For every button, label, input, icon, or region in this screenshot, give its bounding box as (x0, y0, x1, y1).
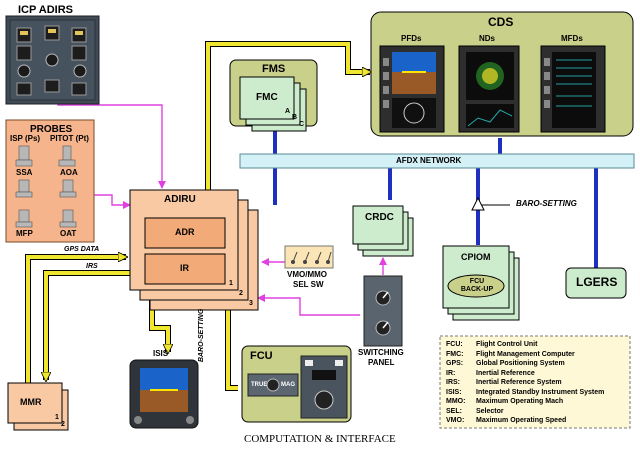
crdc-box (352, 205, 414, 257)
afdx-network-label: AFDX NETWORK (396, 156, 462, 165)
adr-label: ADR (175, 227, 195, 237)
legend-item: IRS: Inertial Reference System (446, 378, 628, 388)
lgers-box (565, 267, 627, 299)
legend-text: Inertial Reference (476, 369, 535, 377)
irs-label: IRS (86, 263, 98, 270)
adiru-3-label: 3 (249, 300, 253, 307)
baro-setting-left-label: BARO-SETTING (198, 308, 205, 362)
legend-abbr: ISIS: (446, 388, 462, 396)
isis-instrument (129, 359, 199, 429)
legend-abbr: IRS: (446, 379, 460, 386)
cds-box (370, 11, 634, 137)
vmo-mmo-switch (284, 245, 334, 269)
legend-text: Maximum Operating Mach (476, 398, 564, 405)
legend-item: FCU: Flight Control Unit (446, 340, 628, 350)
legend-abbr: VMO: (446, 417, 465, 424)
fcu-title: FCU (250, 350, 273, 362)
probes-title: PROBES (30, 124, 73, 135)
legend-item: ISIS: Integrated Standby Instrument Syst… (446, 388, 628, 398)
baro-setting-right-label: BARO-SETTING (516, 199, 577, 208)
fcu-true-label: TRUE (251, 382, 268, 388)
afdx-network-bar (239, 153, 635, 169)
yellow-links (25, 41, 370, 391)
legend-item: VMO: Maximum Operating Speed (446, 416, 628, 426)
legend-abbr: FCU: (446, 341, 463, 348)
vmo-mmo-label: VMO/MMO (287, 270, 327, 279)
legend-item: MMO: Maximum Operating Mach (446, 397, 628, 407)
fmc-label: FMC (256, 92, 278, 103)
nds-label: NDs (479, 34, 496, 43)
legend-text: Inertial Reference System (476, 379, 562, 386)
mmr-title: MMR (20, 397, 42, 407)
legend-text: Integrated Standby Instrument System (476, 388, 605, 396)
mfds-label: MFDs (561, 34, 583, 43)
probe-pitot-label: PITOT (Pt) (50, 134, 89, 143)
adiru-2-label: 2 (239, 290, 243, 297)
legend-abbr: IR: (446, 369, 456, 377)
legend-text: Maximum Operating Speed (476, 417, 567, 424)
switching-panel (363, 275, 403, 347)
adiru-1-label: 1 (229, 280, 233, 287)
diagram-caption: COMPUTATION & INTERFACE (244, 433, 396, 445)
mmr-box (7, 382, 69, 431)
cpiom-box (442, 245, 520, 321)
fmc-b-label: B (292, 114, 298, 121)
icp-adirs-panel (5, 15, 100, 105)
adiru-title: ADIRU (164, 194, 196, 205)
fms-title: FMS (262, 63, 286, 75)
gps-data-label: GPS DATA (64, 246, 100, 253)
fcu-box (241, 345, 352, 423)
probe-ssa-label: SSA (16, 168, 33, 177)
pfds-label: PFDs (401, 34, 422, 43)
legend-list: FCU: Flight Control Unit FMC: Flight Man… (446, 340, 628, 426)
fms-box (229, 59, 318, 132)
adiru-box (129, 189, 259, 311)
afdx-links (273, 128, 598, 268)
switching-label: SWITCHING (358, 348, 404, 357)
mmr-2-label: 2 (61, 421, 65, 428)
fcu-mag-label: MAG (281, 382, 295, 388)
legend-item: SEL: Selector (446, 407, 628, 417)
icp-adirs-title: ICP ADIRS (18, 4, 74, 16)
probe-mfp-label: MFP (16, 229, 33, 238)
isis-label: ISIS (153, 349, 169, 358)
probe-oat-label: OAT (60, 229, 77, 238)
legend-box (439, 335, 631, 429)
sel-sw-label: SEL SW (293, 280, 324, 289)
legend-text: Selector (476, 407, 504, 415)
probe-aoa-label: AOA (60, 168, 78, 177)
crdc-title: CRDC (365, 212, 394, 223)
ir-label: IR (180, 263, 189, 273)
panel-label: PANEL (368, 358, 395, 367)
legend-abbr: SEL: (446, 407, 462, 415)
legend-item: FMC: Flight Management Computer (446, 350, 628, 360)
legend-text: Global Positioning System (476, 360, 565, 367)
legend-text: Flight Control Unit (476, 341, 538, 348)
probes-box (5, 119, 95, 243)
fcu-backup-label: FCU BACK-UP (460, 278, 494, 293)
fmc-a-label: A (285, 108, 291, 115)
probe-isp-label: ISP (Ps) (10, 134, 41, 143)
legend-text: Flight Management Computer (476, 350, 575, 358)
legend-item: GPS: Global Positioning System (446, 359, 628, 369)
legend-abbr: MMO: (446, 398, 466, 405)
cpiom-title: CPIOM (461, 252, 491, 262)
legend-abbr: FMC: (446, 350, 464, 358)
mmr-1-label: 1 (55, 414, 59, 421)
legend-abbr: GPS: (446, 360, 464, 367)
baro-link (471, 196, 510, 211)
lgers-title: LGERS (576, 275, 618, 289)
legend-item: IR: Inertial Reference (446, 369, 628, 379)
cds-title: CDS (488, 15, 514, 29)
fmc-c-label: C (299, 121, 305, 128)
